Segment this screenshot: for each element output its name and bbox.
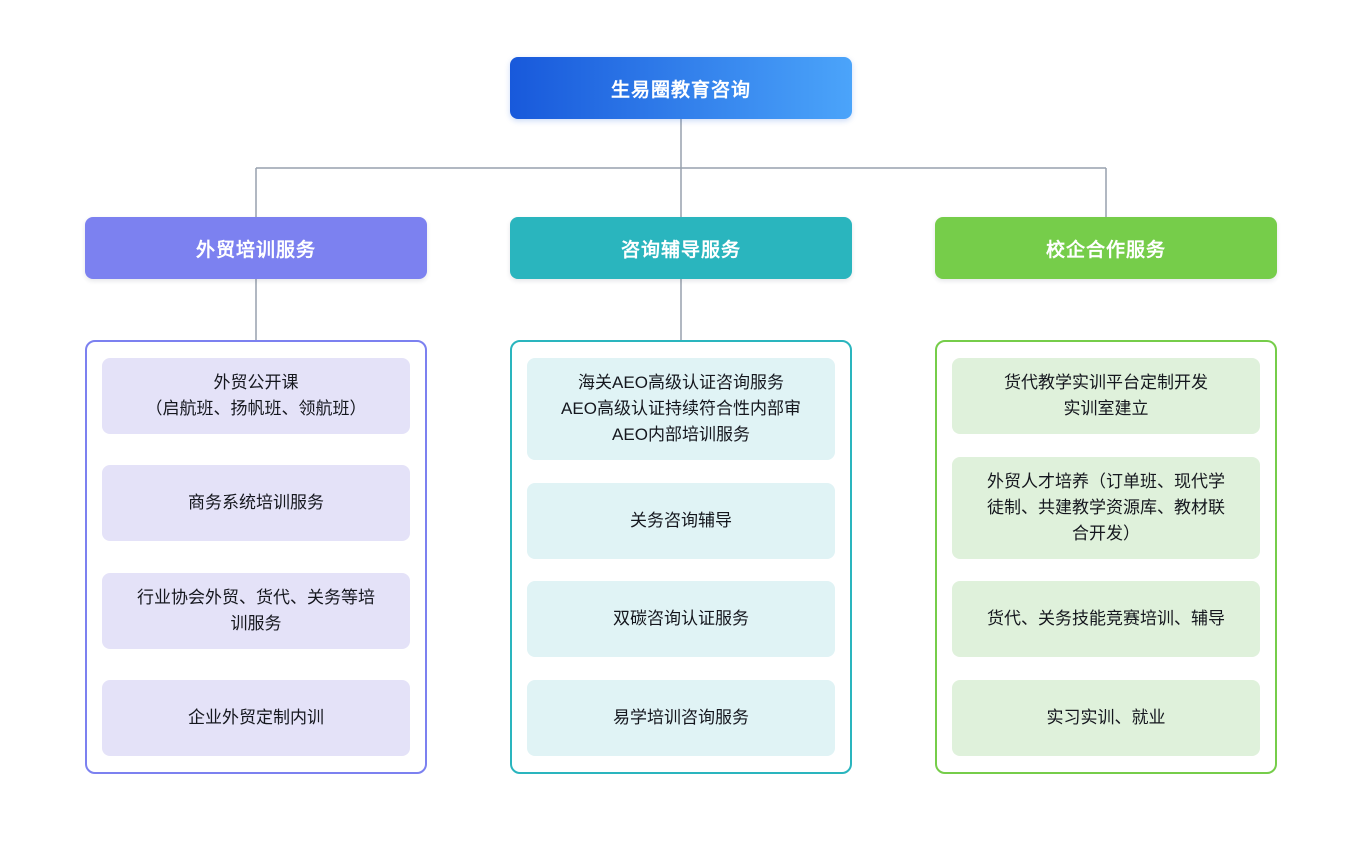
branch-items-container: 外贸公开课 （启航班、扬帆班、领航班） 商务系统培训服务 行业协会外贸、货代、关… — [85, 340, 427, 774]
service-item: 易学培训咨询服务 — [527, 679, 835, 756]
branch-consulting-coaching: 咨询辅导服务 海关AEO高级认证咨询服务 AEO高级认证持续符合性内部审 AEO… — [510, 217, 852, 774]
service-item: 海关AEO高级认证咨询服务 AEO高级认证持续符合性内部审 AEO内部培训服务 — [527, 358, 835, 460]
service-item: 外贸人才培养（订单班、现代学 徒制、共建教学资源库、教材联 合开发） — [952, 456, 1260, 559]
service-item: 关务咨询辅导 — [527, 482, 835, 559]
service-item: 货代教学实训平台定制开发 实训室建立 — [952, 358, 1260, 434]
service-item: 商务系统培训服务 — [102, 465, 410, 542]
branch-school-enterprise-cooperation: 校企合作服务 货代教学实训平台定制开发 实训室建立 外贸人才培养（订单班、现代学… — [935, 217, 1277, 774]
service-item: 货代、关务技能竞赛培训、辅导 — [952, 581, 1260, 658]
service-item: 外贸公开课 （启航班、扬帆班、领航班） — [102, 358, 410, 434]
branch-header: 校企合作服务 — [935, 217, 1277, 279]
branch-items-container: 货代教学实训平台定制开发 实训室建立 外贸人才培养（订单班、现代学 徒制、共建教… — [935, 340, 1277, 774]
branch-header: 咨询辅导服务 — [510, 217, 852, 279]
service-item: 企业外贸定制内训 — [102, 679, 410, 756]
branch-foreign-trade-training: 外贸培训服务 外贸公开课 （启航班、扬帆班、领航班） 商务系统培训服务 行业协会… — [85, 217, 427, 774]
service-item: 双碳咨询认证服务 — [527, 581, 835, 658]
branch-items-container: 海关AEO高级认证咨询服务 AEO高级认证持续符合性内部审 AEO内部培训服务 … — [510, 340, 852, 774]
branch-header: 外贸培训服务 — [85, 217, 427, 279]
service-item: 实习实训、就业 — [952, 679, 1260, 756]
service-item: 行业协会外贸、货代、关务等培 训服务 — [102, 572, 410, 649]
root-node: 生易圈教育咨询 — [510, 57, 852, 119]
